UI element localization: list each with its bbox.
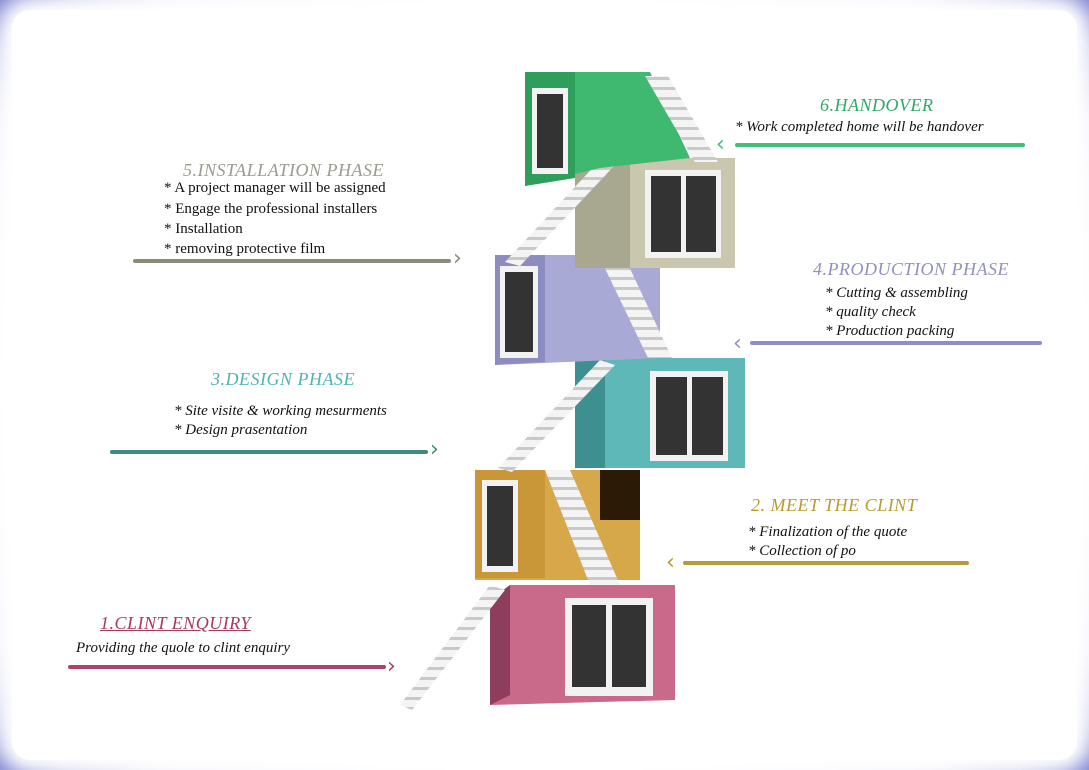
stairs-5 bbox=[505, 160, 615, 266]
chevron-left-icon: ‹ bbox=[716, 132, 725, 157]
meet-line-2: * Collection of po bbox=[748, 543, 856, 559]
meet-rule bbox=[683, 561, 969, 565]
chevron-left-icon: ‹ bbox=[666, 550, 675, 575]
handover-line-1: * Work completed home will be handover bbox=[735, 119, 984, 135]
enquiry-rule bbox=[68, 665, 386, 669]
design-rule bbox=[110, 450, 428, 454]
chevron-left-icon: ‹ bbox=[733, 331, 742, 356]
production-line-2: * quality check bbox=[825, 304, 916, 320]
stairs-6 bbox=[645, 76, 718, 162]
design-title: 3.DESIGN PHASE bbox=[211, 369, 355, 389]
design-line-1: * Site visite & working mesurments bbox=[174, 403, 387, 419]
installation-line-1: * A project manager will be assigned bbox=[164, 180, 386, 196]
enquiry-title: 1.CLINT ENQUIRY bbox=[100, 613, 251, 633]
pink-container bbox=[490, 585, 675, 705]
chevron-right-icon: › bbox=[430, 437, 439, 462]
beige-container bbox=[575, 158, 735, 268]
installation-title: 5.INSTALLATION PHASE bbox=[183, 160, 385, 180]
meet-title: 2. MEET THE CLINT bbox=[751, 495, 918, 515]
production-line-3: * Production packing bbox=[825, 323, 955, 339]
installation-line-3: * Installation bbox=[164, 221, 243, 237]
design-line-2: * Design prasentation bbox=[174, 422, 308, 438]
installation-rule bbox=[133, 259, 451, 263]
green-container bbox=[525, 72, 690, 186]
installation-line-4: * removing protective film bbox=[164, 241, 326, 257]
chevron-right-icon: › bbox=[453, 246, 462, 271]
chevron-right-icon: › bbox=[387, 654, 396, 679]
production-line-1: * Cutting & assembling bbox=[825, 285, 968, 301]
handover-title: 6.HANDOVER bbox=[820, 95, 934, 115]
stairs-3 bbox=[498, 360, 615, 472]
tan-container bbox=[475, 470, 640, 580]
production-title: 4.PRODUCTION PHASE bbox=[813, 259, 1009, 279]
stairs-4 bbox=[600, 258, 672, 358]
handover-rule bbox=[735, 143, 1025, 147]
stairs-2 bbox=[545, 470, 620, 585]
production-rule bbox=[750, 341, 1042, 345]
stairs-1 bbox=[400, 585, 505, 710]
enquiry-line-1: Providing the quole to clint enquiry bbox=[76, 640, 290, 656]
installation-line-2: * Engage the professional installers bbox=[164, 201, 378, 217]
meet-line-1: * Finalization of the quote bbox=[748, 524, 908, 540]
